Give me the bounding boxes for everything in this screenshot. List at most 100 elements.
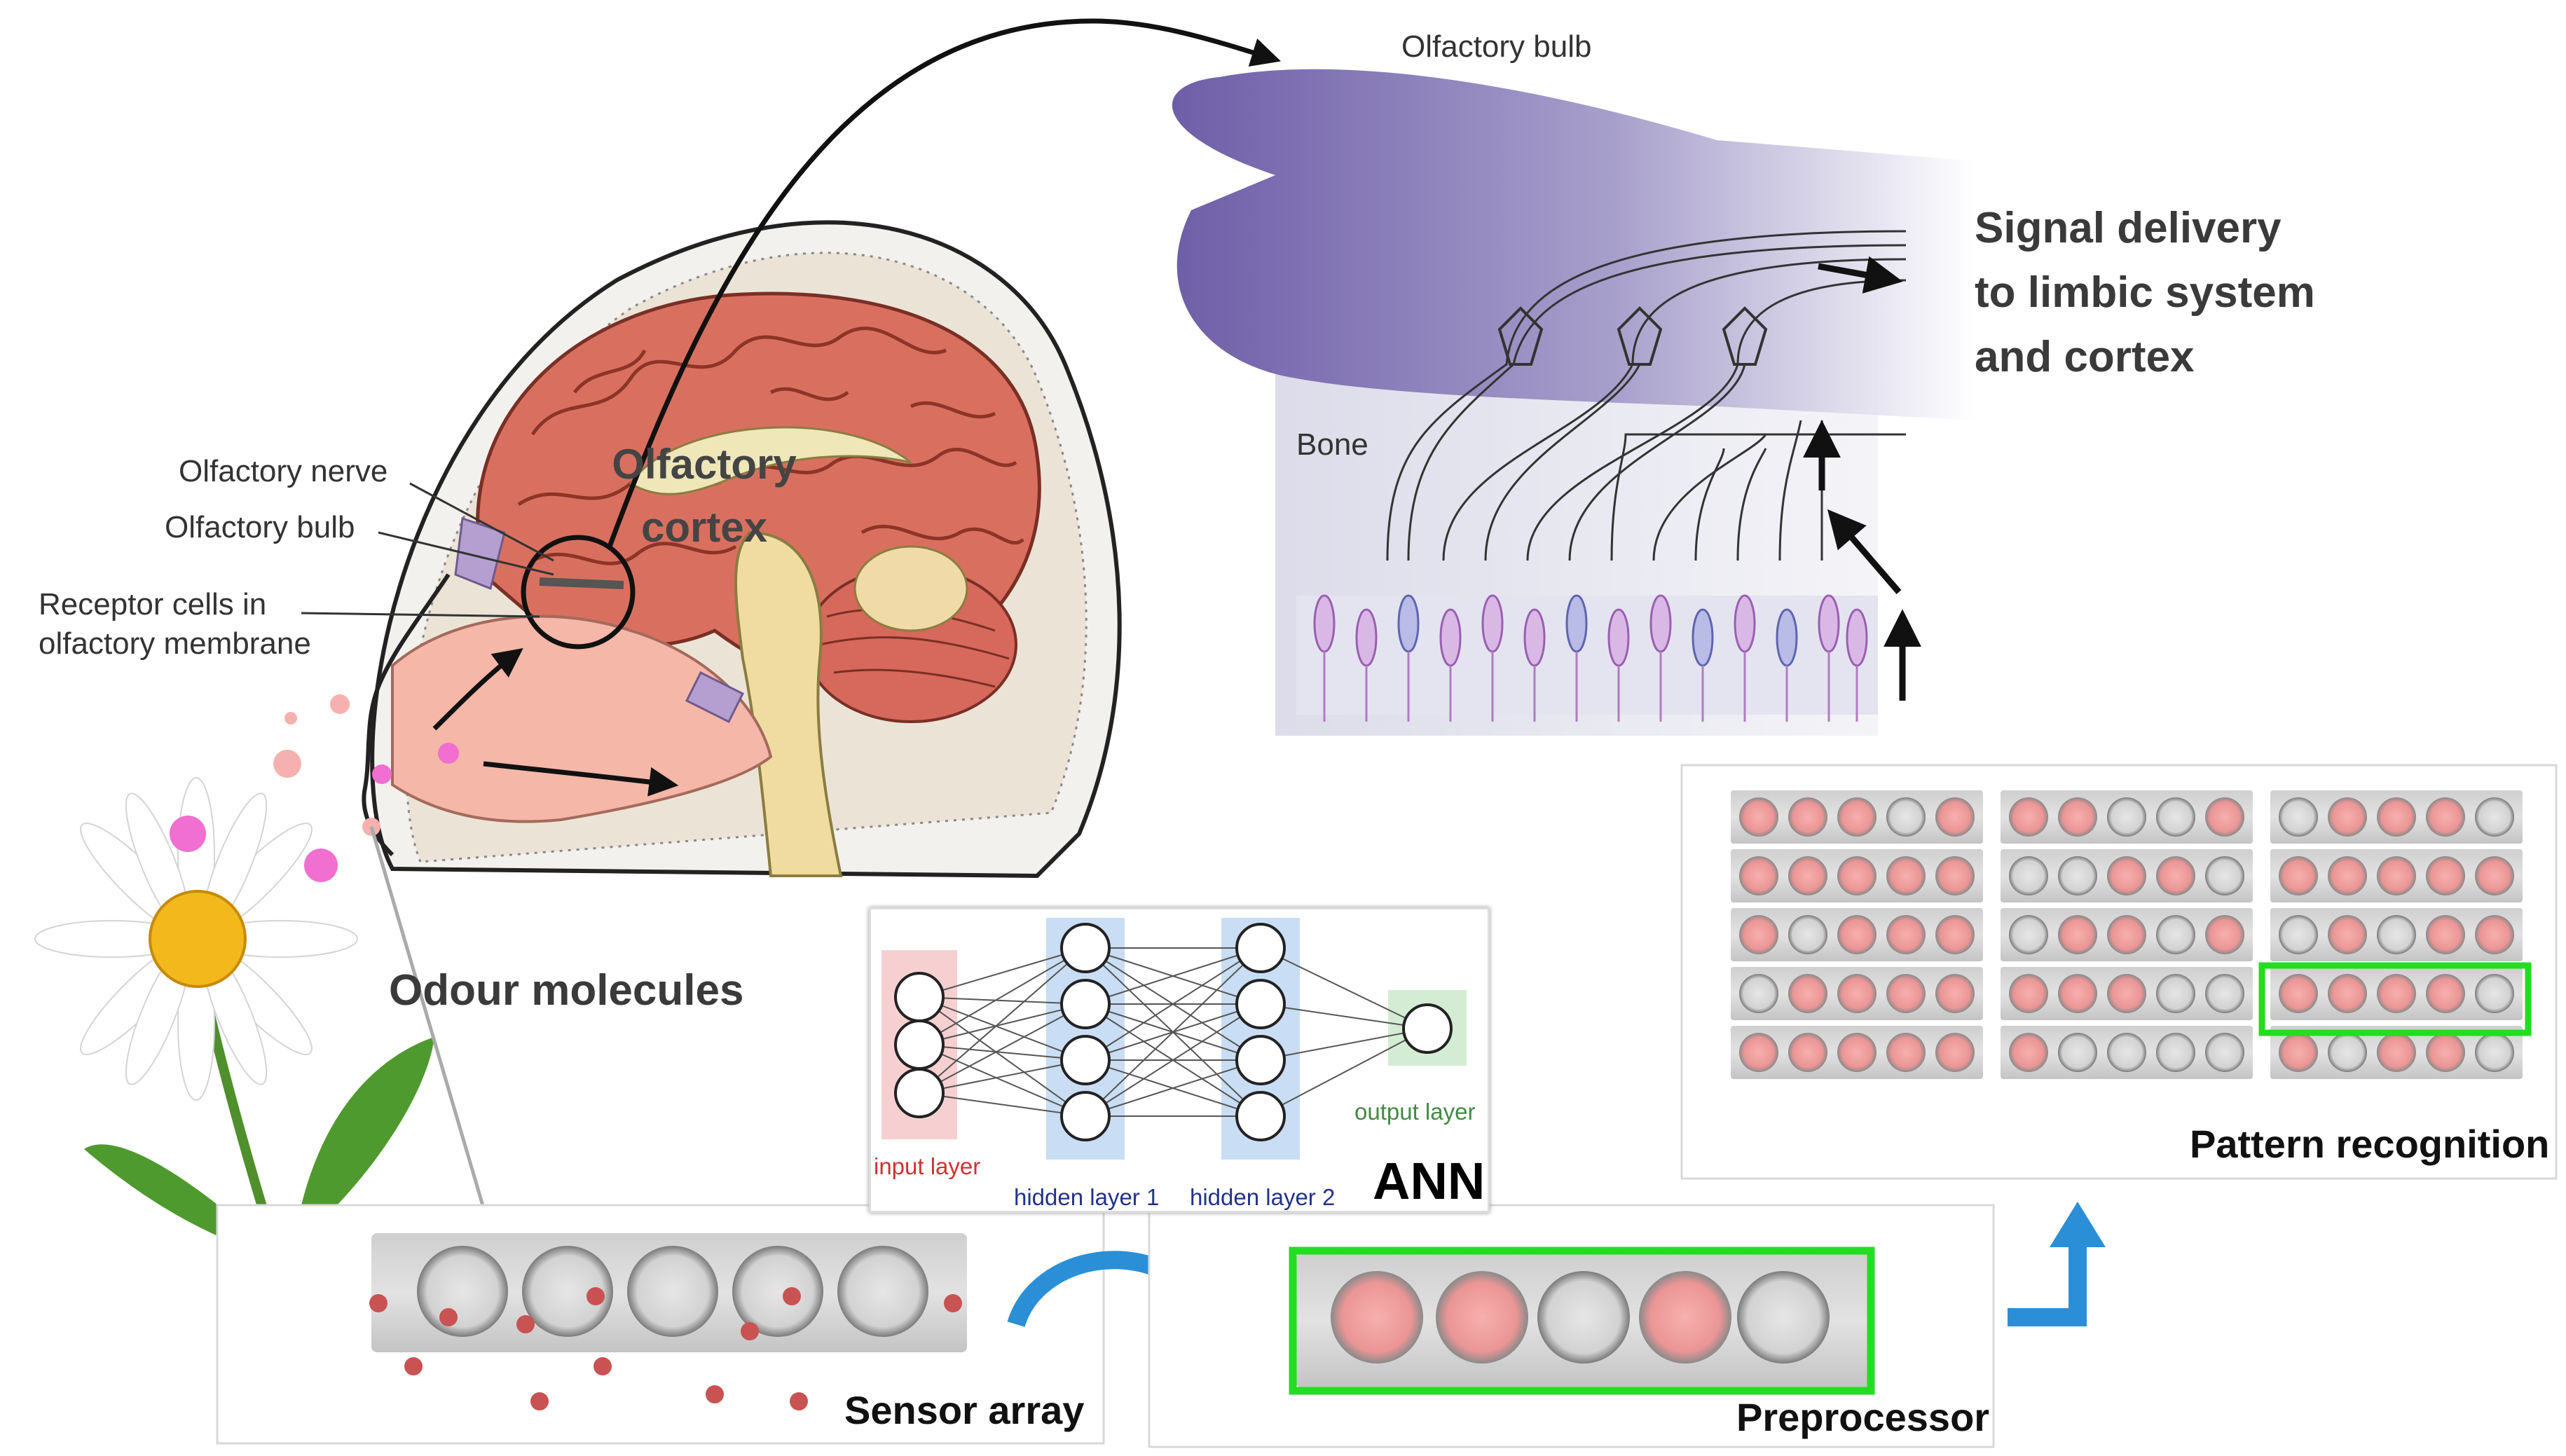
ann-edge	[1260, 1003, 1428, 1029]
pattern-sensor	[2377, 856, 2416, 895]
odour-molecules-label: Odour molecules	[389, 966, 744, 1015]
pattern-sensor	[2426, 974, 2465, 1013]
pattern-sensor	[1837, 915, 1877, 954]
olfactory-nerve-label: Olfactory nerve	[179, 454, 388, 488]
pattern-sensor	[1739, 856, 1778, 895]
pattern-sensor	[2475, 797, 2514, 837]
ann-node	[1060, 979, 1111, 1029]
pattern-sensor	[2426, 797, 2465, 837]
pattern-sensor	[2058, 915, 2097, 954]
ann-edge	[1260, 947, 1428, 1029]
ann-edge	[919, 1092, 1086, 1117]
pattern-sensor	[2107, 974, 2146, 1013]
ann-edge	[919, 996, 1086, 1117]
receptor-cells-label: Receptor cells in olfactory membrane	[39, 585, 311, 664]
pattern-sensor	[2328, 856, 2367, 895]
ann-node	[1235, 1035, 1286, 1085]
pattern-sensor	[1788, 974, 1827, 1013]
cortex-line-1: Olfactory	[612, 441, 797, 488]
pattern-sensor	[2426, 856, 2465, 895]
ann-output-layer-label: output layer	[1354, 1099, 1476, 1125]
pattern-sensor	[2426, 1033, 2465, 1072]
pattern-sensor	[1739, 974, 1778, 1013]
sensor-array-panel	[216, 1204, 1105, 1445]
pattern-sensor	[2475, 974, 2514, 1013]
ann-node	[1235, 923, 1286, 973]
pattern-sensor	[2009, 856, 2048, 895]
ann-edge	[1085, 947, 1261, 1061]
pattern-sensor	[1739, 1033, 1778, 1072]
pattern-sensor	[2156, 856, 2195, 895]
signal-delivery-label: Signal delivery to limbic system and cor…	[1975, 196, 2409, 390]
olfactory-cortex-label: Olfactory cortex	[592, 433, 816, 559]
odour-molecule-dots	[170, 694, 459, 882]
pattern-sensor	[1788, 915, 1827, 954]
pattern-sensor	[2156, 1033, 2195, 1072]
cortex-line-2: cortex	[640, 504, 768, 551]
ann-node	[894, 1019, 945, 1070]
receptor-line-2: olfactory membrane	[39, 626, 311, 661]
pattern-sensor	[2156, 974, 2195, 1013]
pattern-sensor	[2377, 797, 2416, 837]
pattern-sensor	[2328, 1033, 2367, 1072]
olfactory-bulb-top-label: Olfactory bulb	[1401, 29, 1592, 64]
flower-icon	[34, 777, 434, 1424]
ann-edge	[1085, 947, 1261, 1117]
pattern-sensor	[1739, 915, 1778, 954]
pattern-sensor	[2377, 915, 2416, 954]
ann-input-layer-label: input layer	[874, 1153, 981, 1179]
ann-network-graph	[881, 918, 1467, 1160]
pattern-sensor	[2205, 797, 2244, 837]
ann-edge	[919, 947, 1086, 1094]
pattern-sensor	[1837, 1033, 1877, 1072]
pattern-sensor	[2058, 1033, 2097, 1072]
pattern-sensor	[2426, 915, 2465, 954]
ann-edge	[919, 996, 1086, 1061]
pattern-sensor	[2058, 797, 2097, 837]
pattern-sensor	[2279, 974, 2318, 1013]
pattern-sensor	[2009, 1033, 2048, 1072]
pattern-sensor	[1886, 974, 1926, 1013]
pattern-sensor	[2009, 915, 2048, 954]
pattern-sensor	[2475, 915, 2514, 954]
pattern-sensor	[1886, 856, 1926, 895]
ann-node	[1060, 1035, 1111, 1085]
pattern-sensor	[2156, 915, 2195, 954]
pattern-sensor	[2009, 974, 2048, 1013]
ann-edge	[919, 1044, 1086, 1117]
sensor-array-title: Sensor array	[844, 1388, 1085, 1432]
olfactory-bulb-label: Olfactory bulb	[165, 510, 355, 544]
pattern-sensor	[2156, 797, 2195, 837]
pattern-sensor	[1837, 974, 1877, 1013]
pattern-recognition-title: Pattern recognition	[2190, 1122, 2550, 1166]
pattern-sensor	[1788, 1033, 1827, 1072]
pattern-sensor	[2279, 1033, 2318, 1072]
ann-node	[1060, 923, 1111, 973]
pattern-sensor	[2475, 856, 2514, 895]
ann-edge	[919, 1003, 1086, 1045]
ann-node	[1060, 1091, 1111, 1141]
ann-edge	[919, 947, 1086, 998]
signal-line-2: to limbic system	[1975, 268, 2315, 317]
ann-edge	[919, 996, 1086, 1005]
ann-edge	[919, 947, 1086, 1045]
ann-edge	[919, 1003, 1086, 1094]
pattern-sensor	[2058, 856, 2097, 895]
pattern-sensor	[1886, 797, 1926, 837]
ann-hidden-layer-2-label: hidden layer 2	[1190, 1184, 1336, 1210]
ann-edge	[1260, 1028, 1428, 1061]
pattern-sensor	[1739, 797, 1778, 837]
ann-hidden-layer-1-label: hidden layer 1	[1014, 1184, 1160, 1210]
ann-node	[1402, 1003, 1453, 1054]
pattern-sensor	[2328, 974, 2367, 1013]
pattern-sensor	[1935, 915, 1975, 954]
ann-title: ANN	[1373, 1152, 1486, 1210]
pattern-sensor	[2009, 797, 2048, 837]
head-cross-section-icon	[362, 220, 1122, 879]
pattern-recognition-panel	[1680, 764, 2558, 1180]
pattern-sensor	[2377, 974, 2416, 1013]
ann-edge	[1260, 1028, 1428, 1117]
pattern-sensor	[1837, 856, 1877, 895]
pattern-sensor	[1788, 797, 1827, 837]
